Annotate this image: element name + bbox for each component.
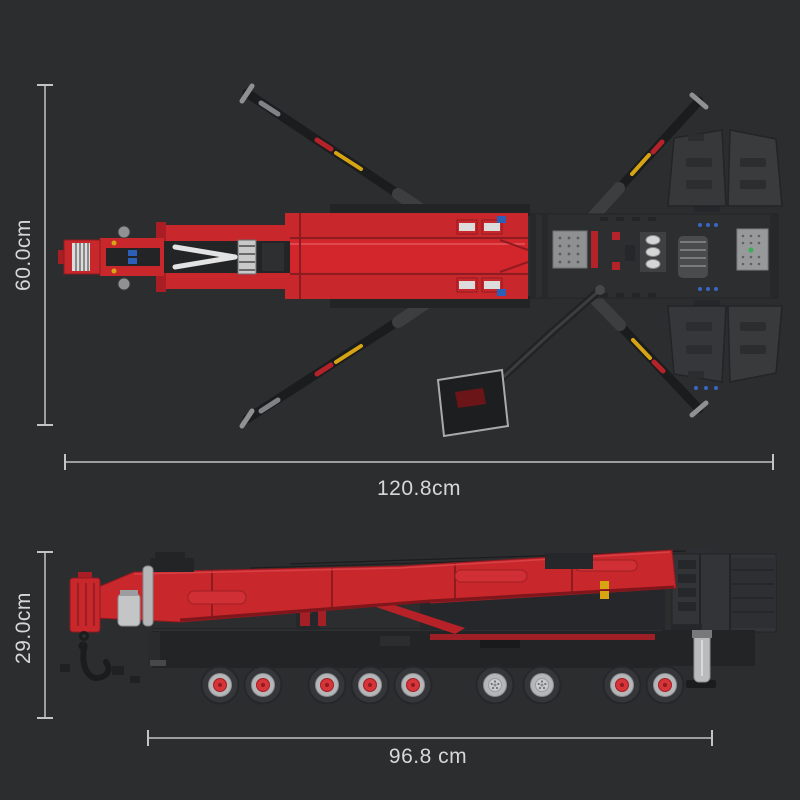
rear-chassis <box>655 630 755 688</box>
wheel <box>200 665 240 705</box>
crane-top-view <box>58 83 783 438</box>
counterweight-tower <box>671 548 777 633</box>
top-view-length-label: 120.8cm <box>376 477 462 500</box>
outrigger-beams <box>239 83 709 429</box>
boom-top <box>100 204 530 308</box>
top-view-length-dimension <box>64 454 774 470</box>
chassis <box>148 598 662 668</box>
wheel <box>602 665 642 705</box>
boom-lift-cylinders <box>117 565 154 627</box>
wheel <box>243 665 283 705</box>
crane-side-view <box>60 548 777 705</box>
jib-arm <box>436 285 605 438</box>
side-view-length-label: 96.8 cm <box>388 745 468 768</box>
wheel <box>393 665 433 705</box>
wheel-gray-hub <box>475 665 515 705</box>
top-view-dimension-lines <box>37 84 774 470</box>
hook-assembly <box>60 572 140 683</box>
carrier-deck <box>524 213 779 299</box>
side-view-dimension-lines <box>37 551 713 746</box>
top-view-height-dimension <box>37 84 53 426</box>
wheel-gray-hub <box>522 665 562 705</box>
side-view-height-dimension <box>37 551 53 719</box>
top-view-height-label: 60.0cm <box>12 219 35 291</box>
boom-side <box>95 549 677 623</box>
wheel <box>645 665 685 705</box>
side-view-height-label: 29.0cm <box>12 592 35 664</box>
wheels <box>200 665 685 705</box>
wheel <box>350 665 390 705</box>
wheel <box>307 665 347 705</box>
rear-flaps <box>667 129 783 390</box>
side-view-length-dimension <box>147 730 713 746</box>
hook-block-top <box>58 239 101 275</box>
